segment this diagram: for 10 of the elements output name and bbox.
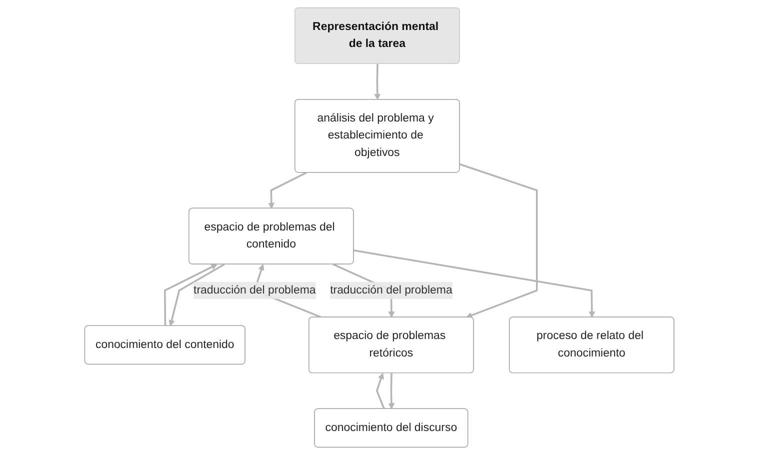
arrow [460,163,538,318]
arrow [268,172,307,209]
arrow [164,264,218,326]
edge-label: traducción del problema [194,284,316,296]
arrow [168,264,225,326]
arrow [388,373,395,410]
arrow [376,372,386,410]
edge-label: traducción del problema [330,284,452,296]
arrow [374,64,381,100]
arrow [354,250,596,318]
